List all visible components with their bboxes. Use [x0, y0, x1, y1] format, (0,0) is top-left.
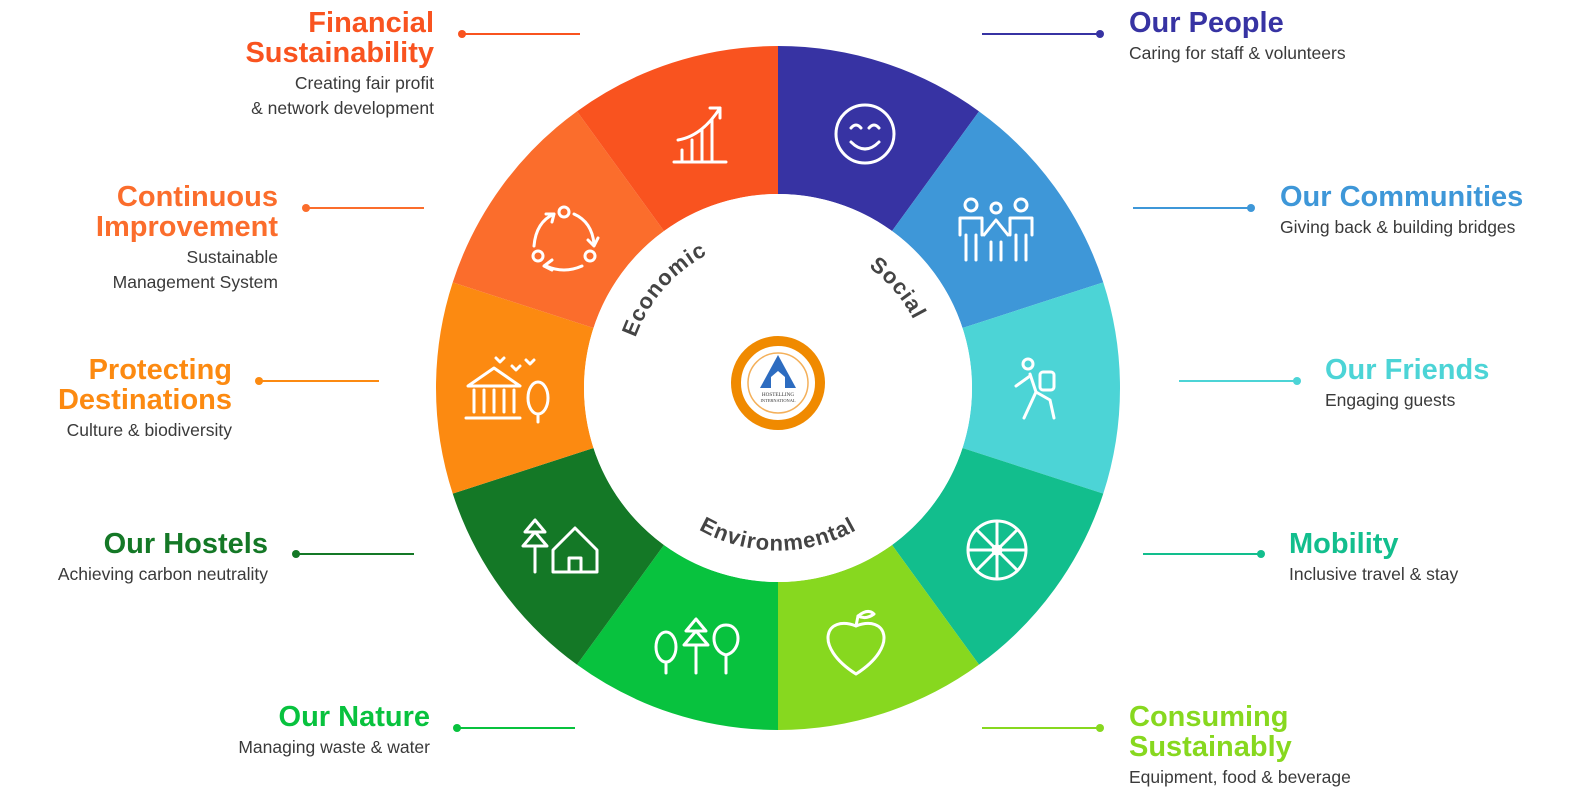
mobility-title-line1: Mobility [1289, 528, 1399, 560]
hostels-subtitle-line1: Achieving carbon neutrality [57, 564, 268, 584]
connector-dot-friends [1293, 377, 1301, 385]
connector-line-communities [1133, 207, 1251, 209]
tree-house-icon [521, 518, 599, 574]
protecting-subtitle-line1: Culture & biodiversity [66, 420, 232, 440]
communities-title-line1: Our Communities [1280, 181, 1524, 213]
connector-line-nature [457, 727, 575, 729]
protecting-title-line2: Destinations [57, 384, 232, 416]
connector-dot-protecting [255, 377, 263, 385]
continuous-title-line1: Continuous [116, 181, 278, 213]
segment-protecting [436, 282, 594, 494]
heritage-icon [464, 356, 550, 424]
connector-line-hostels [296, 553, 414, 555]
mobility-subtitle-line1: Inclusive travel & stay [1289, 564, 1459, 584]
wheel-icon [966, 519, 1028, 581]
connector-line-continuous [306, 207, 424, 209]
segment-continuous [452, 111, 664, 329]
continuous-title-line2: Improvement [95, 211, 278, 243]
connector-line-mobility [1143, 553, 1261, 555]
smiley-icon [834, 103, 896, 165]
connector-dot-communities [1247, 204, 1255, 212]
segment-financial [576, 46, 778, 232]
financial-title-line2: Sustainability [245, 37, 434, 69]
friends-subtitle-line1: Engaging guests [1325, 390, 1456, 410]
consuming-title-line2: Sustainably [1129, 731, 1292, 763]
financial-subtitle-line1: Creating fair profit [294, 73, 434, 93]
segment-people [778, 46, 980, 232]
consuming-title-line1: Consuming [1129, 701, 1289, 733]
people-group-icon [958, 197, 1034, 262]
financial-title-line1: Financial [308, 7, 434, 39]
continuous-subtitle-line1: Sustainable [186, 247, 278, 267]
connector-dot-people [1096, 30, 1104, 38]
people-title-line1: Our People [1129, 7, 1284, 39]
consuming-subtitle-line1: Equipment, food & beverage [1129, 767, 1351, 787]
hostelling-international-logo: HOSTELLING INTERNATIONAL [731, 336, 825, 430]
communities-subtitle-line1: Giving back & building bridges [1280, 217, 1516, 237]
friends-title-line1: Our Friends [1325, 354, 1490, 386]
growth-chart-icon [672, 106, 728, 164]
segment-nature [576, 544, 778, 730]
connector-dot-mobility [1257, 550, 1265, 558]
connector-line-financial [462, 33, 580, 35]
logo-text-line1: HOSTELLING [762, 392, 795, 398]
nature-title-line1: Our Nature [278, 701, 430, 733]
hostels-title-line1: Our Hostels [103, 528, 268, 560]
trees-icon [654, 617, 740, 675]
cycle-icon [531, 205, 600, 272]
hiker-icon [1014, 357, 1056, 420]
connector-dot-hostels [292, 550, 300, 558]
nature-subtitle-line1: Managing waste & water [238, 737, 430, 757]
protecting-title-line1: Protecting [88, 354, 232, 386]
continuous-subtitle-line2: Management System [112, 272, 278, 292]
financial-subtitle-line2: & network development [251, 98, 434, 118]
segment-hostels [452, 447, 664, 665]
connector-dot-financial [458, 30, 466, 38]
connector-line-friends [1179, 380, 1297, 382]
apple-heart-icon [826, 609, 886, 676]
segment-consuming [778, 544, 980, 730]
connector-dot-consuming [1096, 724, 1104, 732]
logo-house-icon [771, 371, 785, 388]
connector-line-people [982, 33, 1100, 35]
connector-line-consuming [982, 727, 1100, 729]
connector-line-protecting [259, 380, 379, 382]
people-subtitle-line1: Caring for staff & volunteers [1129, 43, 1346, 63]
logo-text-line2: INTERNATIONAL [760, 398, 795, 403]
connector-dot-continuous [302, 204, 310, 212]
connector-dot-nature [453, 724, 461, 732]
